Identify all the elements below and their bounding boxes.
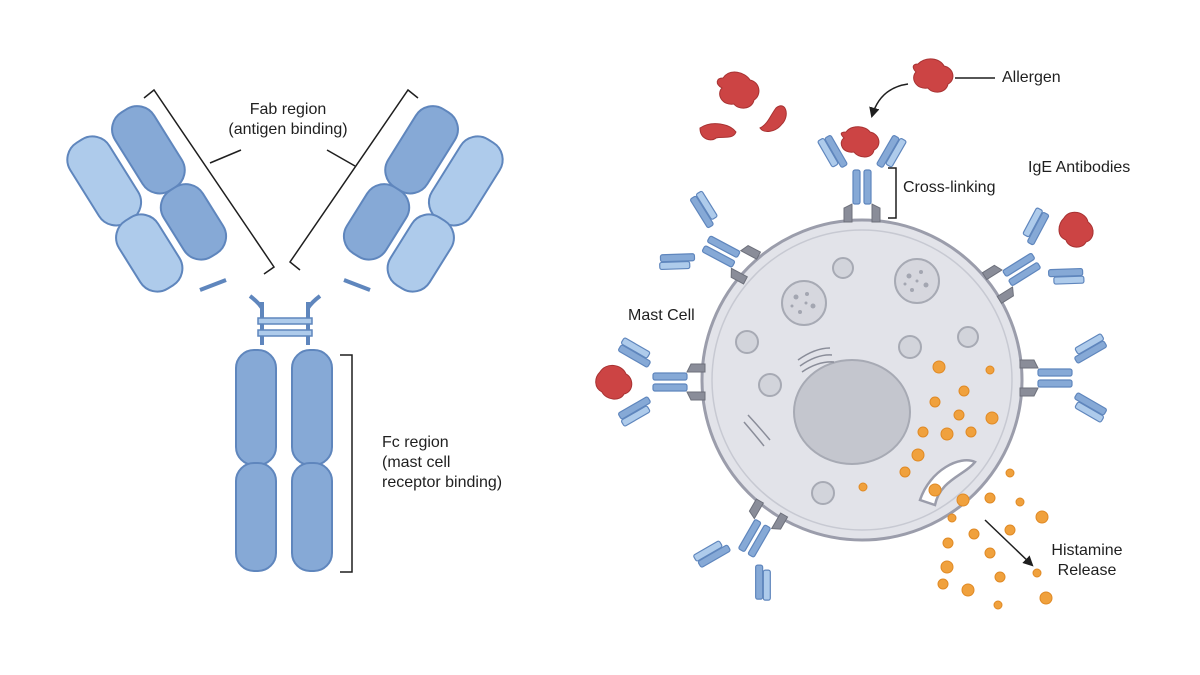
mast-cell-diagram (595, 58, 1107, 610)
annotation-lines (869, 77, 1034, 567)
histamine-arrow (984, 519, 1034, 567)
fc-title: Fc region (382, 434, 449, 451)
ige-receptor-top (817, 135, 907, 223)
golgi-apparatus (743, 347, 835, 447)
fc-line-3: receptor binding) (382, 474, 503, 491)
allergen-bound-top (840, 126, 880, 158)
histamine-granules (858, 360, 1053, 610)
fab-title: Fab region (249, 101, 327, 118)
allergen-blob (716, 71, 760, 109)
heavy-chain-domain (342, 183, 411, 261)
histamine-release-label: Histamine Release (1042, 541, 1132, 581)
fab-subtitle: (antigen binding) (228, 121, 348, 138)
allergen-label: Allergen (1002, 69, 1061, 86)
fc-line-2: (mast cell (382, 454, 451, 471)
light-chain-domain (386, 213, 455, 293)
fab-arm-right (342, 105, 504, 293)
allergen-blob (759, 105, 787, 132)
fab-arm-left (66, 105, 228, 293)
allergen-bound-left (595, 365, 633, 400)
nucleus (793, 359, 911, 465)
hinge-region (248, 294, 322, 345)
ige-antibodies-label: IgE Antibodies (1028, 159, 1131, 176)
antibody-diagram (66, 88, 504, 573)
secretory-granules (781, 258, 940, 326)
ige-receptor-right (1019, 333, 1107, 423)
allergen-particles (595, 58, 1094, 400)
heavy-chain-domain (159, 183, 228, 261)
ige-receptor-bottom-left (693, 498, 789, 601)
ige-antibody (817, 135, 907, 205)
allergen-blob (912, 58, 954, 93)
allergen-bound-right (1058, 211, 1094, 248)
granule-vesicles (735, 257, 979, 505)
ige-receptor-left (618, 337, 706, 427)
fab-region-label: Fab region (antigen binding) (228, 100, 348, 140)
histamine-line-2: Release (1057, 562, 1117, 579)
fab-bracket-left (143, 88, 276, 275)
ige-receptor-upper-left (659, 190, 762, 285)
allergen-arrow (869, 83, 909, 119)
fc-region-label: Fc region (mast cell receptor binding) (382, 433, 502, 493)
cross-linking-bracket (888, 167, 897, 219)
fc-receptor (843, 203, 881, 223)
fab-bracket-right (288, 88, 419, 271)
mast-cell-label: Mast Cell (628, 307, 695, 324)
ige-receptor-upper-right (981, 207, 1085, 304)
histamine-line-1: Histamine (1051, 542, 1123, 559)
light-chain-domain (115, 213, 184, 293)
fc-stem (235, 349, 333, 572)
fc-bracket (340, 354, 353, 573)
allergen-blob (699, 123, 737, 141)
cross-linking-label: Cross-linking (903, 179, 996, 196)
